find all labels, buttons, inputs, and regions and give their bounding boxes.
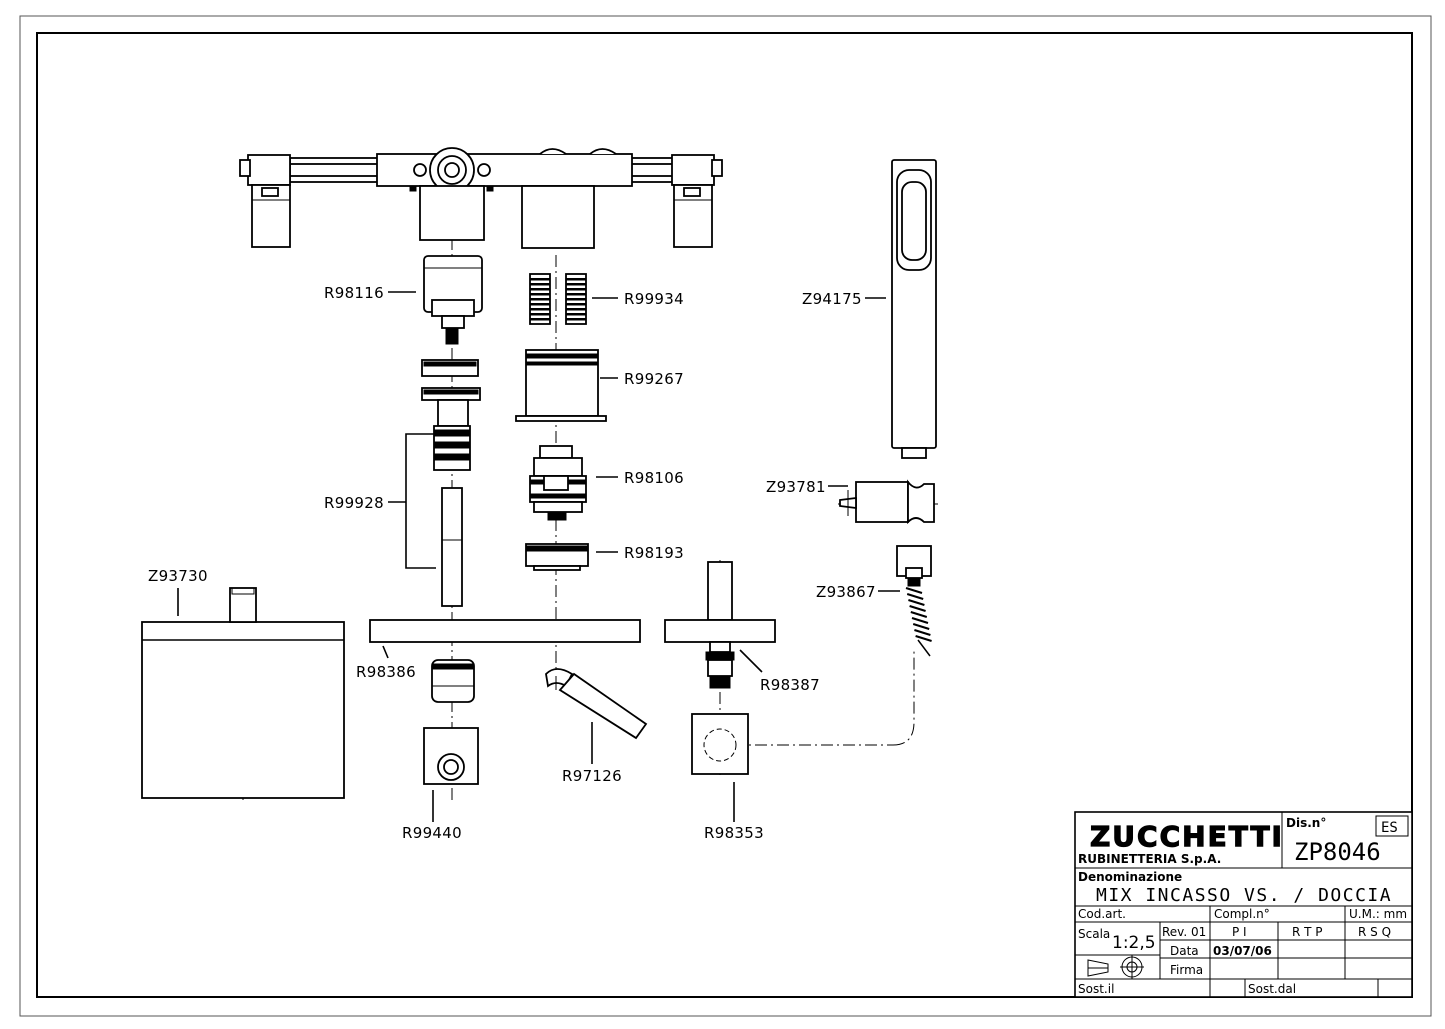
compl-label: Compl.n° [1214, 907, 1270, 921]
label-z94175: Z94175 [802, 290, 862, 308]
denominazione-label: Denominazione [1078, 870, 1182, 884]
part-z93867-hose [896, 545, 932, 657]
part-r98387-plate [664, 561, 776, 689]
label-r98387: R98387 [760, 676, 820, 694]
manifold-body [239, 147, 723, 249]
label-r98386: R98386 [356, 663, 416, 681]
part-z93730-box [141, 587, 345, 799]
label-r99928: R99928 [324, 494, 384, 512]
part-r98116-cartridge [423, 255, 483, 345]
part-r98386-plate [369, 619, 641, 643]
company-name: RUBINETTERIA S.p.A. [1078, 852, 1221, 866]
part-z94175-handshower [891, 159, 937, 459]
leader-lines [177, 291, 900, 822]
sost-dal-label: Sost.dal [1248, 982, 1296, 996]
drawing-frame [36, 32, 1413, 998]
pi-cell: P I [1232, 925, 1247, 939]
date-value: 03/07/06 [1213, 944, 1272, 958]
title-block: ZUCCHETTI RUBINETTERIA S.p.A. Dis.n° ES … [1074, 811, 1413, 998]
label-z93781: Z93781 [766, 478, 826, 496]
part-r99934-springs [529, 273, 587, 325]
label-z93730: Z93730 [148, 567, 208, 585]
cod-art-label: Cod.art. [1078, 907, 1126, 921]
part-labels: R98116 R99934 R99267 R98106 R98193 R9992… [148, 284, 876, 842]
part-r99267-sleeve [515, 349, 607, 422]
drawing-number: ZP8046 [1294, 838, 1381, 866]
label-r98353: R98353 [704, 824, 764, 842]
company-logo: ZUCCHETTI [1090, 820, 1284, 853]
label-z93867: Z93867 [816, 583, 876, 601]
um-label: U.M.: mm [1349, 907, 1407, 921]
data-label: Data [1170, 944, 1199, 958]
firma-label: Firma [1170, 963, 1203, 977]
sost-il-label: Sost.il [1078, 982, 1114, 996]
part-r98193-nut [525, 543, 589, 571]
scale-value: 1:2,5 [1112, 933, 1156, 953]
part-z93781-connector [839, 479, 935, 525]
label-r98193: R98193 [624, 544, 684, 562]
label-r98106: R98106 [624, 469, 684, 487]
part-r99440-insert [423, 659, 479, 785]
drawing-description: MIX INCASSO VS. / DOCCIA [1096, 885, 1392, 906]
label-r98116: R98116 [324, 284, 384, 302]
scala-label: Scala [1078, 927, 1110, 941]
rev-label: Rev. 01 [1162, 925, 1206, 939]
sheet-outer-border [19, 15, 1432, 1017]
part-r98106-valve [529, 445, 587, 521]
part-r97126-spout [545, 668, 648, 740]
part-r98353-block [691, 713, 749, 775]
label-r97126: R97126 [562, 767, 622, 785]
label-r99440: R99440 [402, 824, 462, 842]
projection-symbol-icon [1087, 955, 1144, 979]
label-r99267: R99267 [624, 370, 684, 388]
rsq-cell: R S Q [1358, 925, 1391, 939]
code-box: ES [1381, 820, 1398, 836]
label-r99934: R99934 [624, 290, 684, 308]
rtp-cell: R T P [1292, 925, 1323, 939]
part-r99928-stack [421, 359, 481, 607]
dis-label: Dis.n° [1286, 816, 1326, 830]
